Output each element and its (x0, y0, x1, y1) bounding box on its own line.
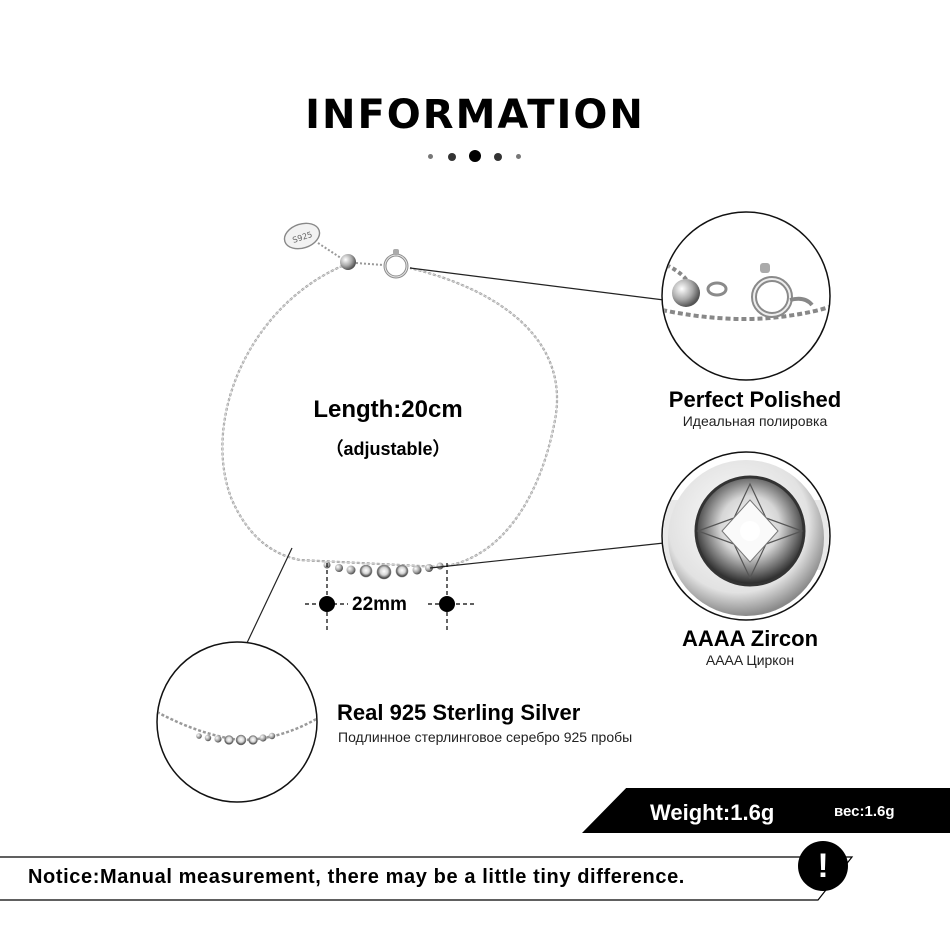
clasp-and-tag: S925 (283, 222, 409, 279)
feature-silver-title: Real 925 Sterling Silver (337, 700, 581, 725)
carousel-dot (494, 153, 502, 161)
zircon-zoom-circle (661, 451, 831, 621)
weight-label-ru: вес:1.6g (834, 803, 895, 820)
feature-polished-title: Perfect Polished (668, 387, 842, 412)
bead-span-label: 22mm (352, 594, 407, 615)
carousel-dot (448, 153, 456, 161)
notice-text: Notice:Manual measurement, there may be … (28, 866, 685, 888)
adjustable-label: （adjustable） (325, 439, 451, 459)
measurement-markers (305, 563, 476, 632)
feature-silver-subtitle: Подлинное стерлинговое серебро 925 пробы (338, 729, 633, 745)
clasp-zoom-circle (661, 211, 831, 381)
zircon-bead-strip (323, 561, 444, 580)
feature-zircon-title: AAAA Zircon (681, 626, 819, 651)
weight-banner (582, 788, 950, 833)
carousel-dot (428, 154, 433, 159)
feature-zircon-subtitle: AAAA Циркон (705, 652, 795, 668)
page-title: INFORMATION (305, 92, 645, 138)
pointer-lines (245, 267, 665, 646)
carousel-dot (516, 154, 521, 159)
exclamation-icon: ! (798, 841, 848, 891)
feature-polished-subtitle: Идеальная полировка (682, 413, 828, 429)
silver-zoom-circle (156, 641, 318, 803)
carousel-dot-active (469, 150, 481, 162)
length-label: Length:20cm (313, 396, 463, 423)
weight-label: Weight:1.6g (650, 800, 775, 825)
